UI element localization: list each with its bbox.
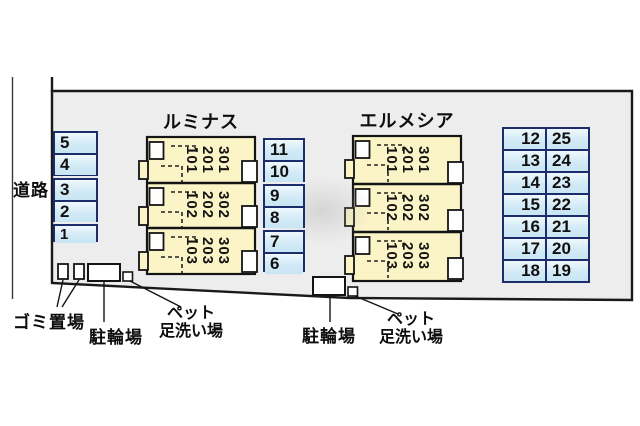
parking-column-middle-group2: 9 8 [263, 184, 305, 228]
road-label: 道路 [13, 181, 49, 200]
parking-column-left-group1: 5 4 [53, 131, 98, 176]
room-number: 302 [415, 193, 432, 223]
parking-space-10: 10 [265, 162, 303, 182]
room-number: 103 [383, 241, 400, 271]
parking-space-2: 2 [55, 202, 96, 222]
parking-space-6: 6 [265, 254, 303, 274]
room-numbers-luminas-unit1: 301 201 101 [183, 145, 232, 175]
stair-bump [138, 251, 149, 271]
room-numbers-elmesia-unit3: 303 203 103 [383, 241, 432, 271]
entry-notch [148, 232, 165, 251]
building-elmesia-outline [344, 134, 464, 283]
pet-label-line1: ペット [166, 305, 215, 322]
parking-space-17: 17 [504, 239, 545, 259]
parking-space-14: 14 [504, 173, 545, 193]
dashed-interior-lines [367, 144, 404, 278]
pet-foot-wash-label-right: ペット 足洗い場 [368, 311, 454, 347]
parking-column-left-group3: 1 [53, 224, 98, 243]
garbage-area-label: ゴミ置場 [13, 313, 85, 332]
garbage-box-2 [73, 263, 85, 280]
room-number: 301 [215, 145, 232, 175]
parking-column-left-group2: 3 2 [53, 178, 98, 222]
parking-space-19: 19 [547, 261, 588, 281]
bicycle-parking-label-right: 駐輪場 [302, 327, 356, 346]
parking-space-8: 8 [265, 208, 303, 228]
parking-space-7: 7 [265, 232, 303, 252]
parking-space-16: 16 [504, 217, 545, 237]
porch [447, 257, 464, 280]
room-number: 302 [215, 190, 232, 220]
building-luminas-outline [138, 135, 258, 276]
room-number: 301 [415, 145, 432, 175]
room-numbers-elmesia-unit2: 302 202 102 [383, 193, 432, 223]
room-numbers-elmesia-unit1: 301 201 101 [383, 145, 432, 175]
bicycle-parking-box-left [87, 263, 121, 282]
pet-foot-wash-box-right [347, 286, 359, 297]
parking-space-22: 22 [547, 195, 588, 215]
room-number: 101 [183, 145, 200, 175]
pet-foot-wash-label-left: ペット 足洗い場 [148, 305, 234, 341]
building-title-elmesia: エルメシア [359, 111, 455, 131]
parking-space-13: 13 [504, 151, 545, 171]
porch [241, 205, 258, 228]
stair-bump [344, 159, 355, 179]
stair-bump [344, 255, 355, 275]
dashed-interior-lines [161, 145, 198, 273]
parking-space-20: 20 [547, 239, 588, 259]
building-title-luminas: ルミナス [163, 112, 239, 132]
entry-notch [148, 187, 165, 206]
pet-label-line1: ペット [386, 311, 435, 328]
parking-space-3: 3 [55, 180, 96, 200]
room-number: 303 [215, 236, 232, 266]
entry-notch [354, 236, 371, 255]
parking-space-25: 25 [547, 129, 588, 149]
room-number: 203 [399, 241, 416, 271]
parking-space-9: 9 [265, 186, 303, 206]
stair-bump [138, 206, 149, 226]
parking-space-18: 18 [504, 261, 545, 281]
room-number: 101 [383, 145, 400, 175]
parking-space-1: 1 [55, 226, 96, 243]
parking-space-12: 12 [504, 129, 545, 149]
porch [447, 209, 464, 232]
entry-notch [354, 140, 371, 159]
parking-space-5: 5 [55, 133, 96, 153]
parking-space-23: 23 [547, 173, 588, 193]
room-numbers-luminas-unit2: 302 202 102 [183, 190, 232, 220]
garbage-box-1 [57, 263, 69, 280]
bicycle-parking-label-left: 駐輪場 [89, 328, 143, 347]
pet-label-line2: 足洗い場 [378, 329, 443, 346]
room-number: 201 [199, 145, 216, 175]
bicycle-parking-box-right [312, 276, 346, 296]
pet-label-line2: 足洗い場 [158, 323, 223, 340]
pet-foot-wash-box-left [122, 271, 134, 282]
room-numbers-luminas-unit3: 303 203 103 [183, 236, 232, 266]
room-number: 202 [399, 193, 416, 223]
stair-bump [344, 207, 355, 227]
entry-notch [148, 141, 165, 160]
room-number: 201 [399, 145, 416, 175]
parking-column-middle-group3: 7 6 [263, 230, 305, 274]
parking-space-21: 21 [547, 217, 588, 237]
parking-space-15: 15 [504, 195, 545, 215]
parking-space-11: 11 [265, 140, 303, 160]
porch [241, 250, 258, 273]
parking-table-right: 12 25 13 24 14 23 15 22 16 21 17 20 18 1… [502, 127, 590, 283]
porch [241, 160, 258, 183]
leader-lines [56, 279, 399, 322]
room-number: 102 [183, 190, 200, 220]
parking-space-24: 24 [547, 151, 588, 171]
parking-column-middle-group1: 11 10 [263, 138, 305, 182]
room-number: 203 [199, 236, 216, 266]
porch [447, 161, 464, 184]
room-number: 102 [383, 193, 400, 223]
parking-space-4: 4 [55, 155, 96, 175]
room-number: 202 [199, 190, 216, 220]
room-number: 103 [183, 236, 200, 266]
room-number: 303 [415, 241, 432, 271]
entry-notch [354, 188, 371, 207]
stair-bump [138, 160, 149, 180]
